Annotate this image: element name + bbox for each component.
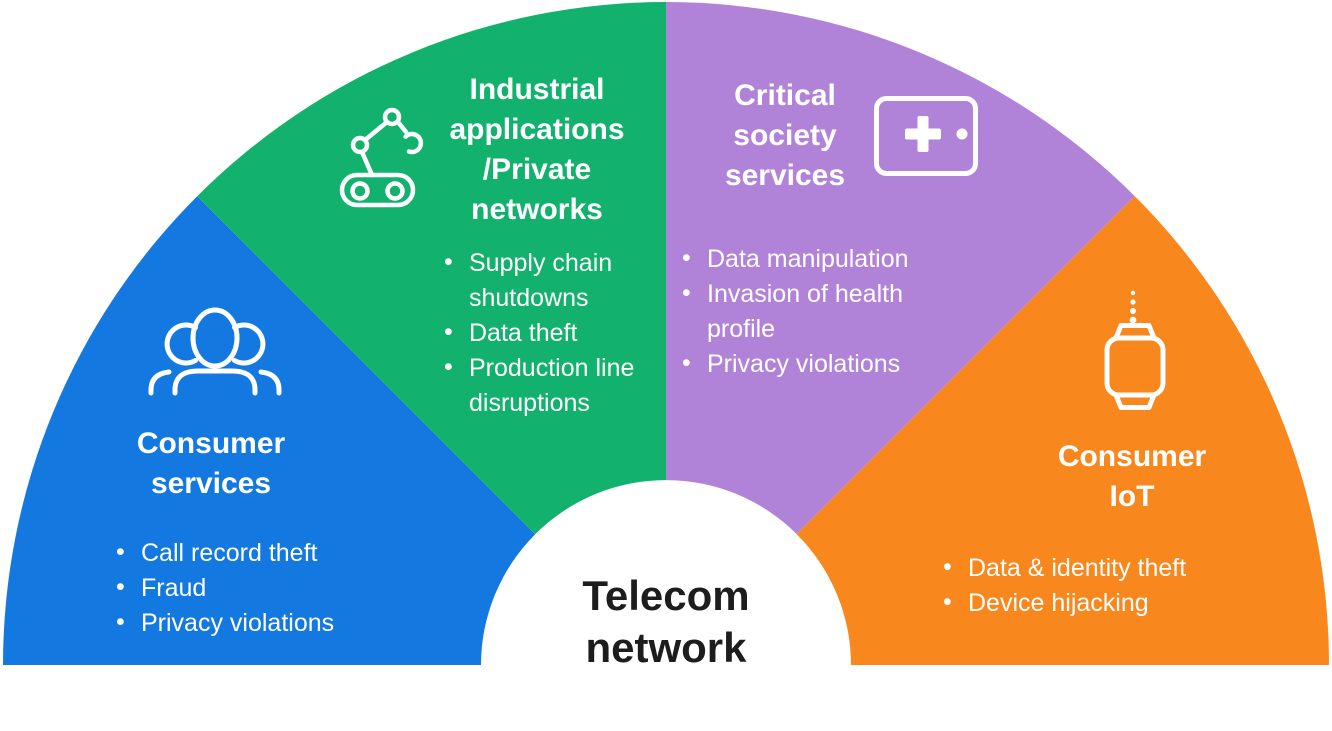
bullet-item: Data manipulation [680,241,945,277]
medical-device-icon [872,94,980,178]
bullet-item: Invasion of health profile [680,276,945,347]
bullet-list-industrial: Supply chain shutdowns Data theft Produc… [442,245,680,421]
bullet-list-consumer-services: Call record theft Fraud Privacy violatio… [114,535,399,641]
bullet-item: Data theft [442,315,680,351]
bullet-item: Privacy violations [680,346,945,382]
bullet-item: Device hijacking [941,585,1271,621]
robot-arm-icon [338,105,430,210]
people-group-icon [148,306,282,398]
section-title-industrial: Industrial applications /Private network… [449,73,625,226]
wedge-consumer-iot [666,196,1329,665]
section-title-consumer-services: Consumer services [136,427,286,500]
bullet-item: Data & identity theft [941,550,1271,586]
bullet-list-consumer-iot: Data & identity theft Device hijacking [941,550,1271,621]
smartwatch-icon [1102,288,1168,414]
bullet-item: Supply chain shutdowns [442,245,680,316]
section-title-consumer-iot: Consumer IoT [1057,440,1207,513]
section-title-critical-society: Critical society services [724,79,846,192]
bullet-list-critical-society: Data manipulation Invasion of health pro… [680,241,945,382]
bullet-item: Privacy violations [114,605,399,641]
center-semicircle [481,480,851,665]
center-label-telecom-network: Telecom network [582,572,750,671]
bullet-item: Call record theft [114,535,399,571]
wedge-industrial [197,2,666,665]
bullet-item: Fraud [114,570,399,606]
bullet-item: Production line disruptions [442,350,680,421]
